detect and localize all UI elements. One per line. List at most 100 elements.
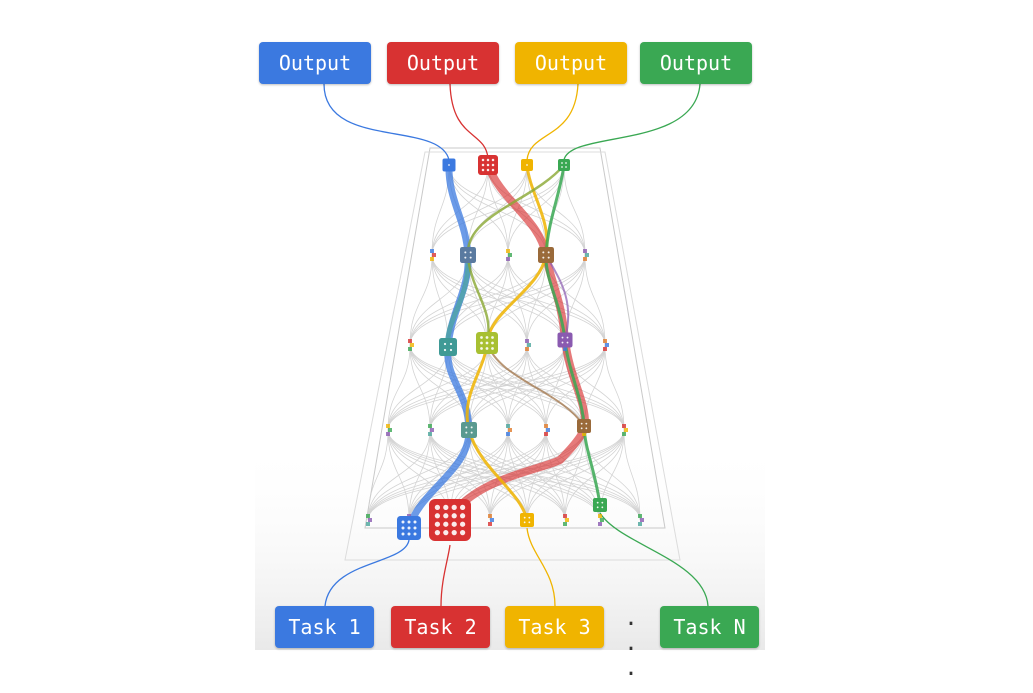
network-node [429, 499, 471, 541]
background-edge [367, 429, 389, 521]
output-box-2: Output [387, 42, 499, 84]
mini-node [506, 249, 510, 253]
mini-node [638, 522, 642, 526]
network-node [478, 155, 498, 175]
mini-node [622, 424, 626, 428]
task-box-n: Task N [660, 606, 759, 648]
mini-node [432, 253, 436, 257]
background-edge [387, 344, 566, 431]
output1-connector [323, 83, 450, 161]
mini-node [525, 339, 529, 343]
mini-node [508, 428, 512, 432]
background-edge [387, 344, 606, 431]
mini-node [603, 347, 607, 351]
taskN-connector [599, 512, 709, 607]
mini-node [565, 518, 569, 522]
background-edge [431, 254, 528, 346]
network-node [520, 513, 534, 527]
network-node [460, 247, 476, 263]
mini-node [428, 432, 432, 436]
network-node [476, 332, 498, 354]
background-edge [564, 429, 585, 521]
mini-node [386, 424, 390, 428]
background-edge [387, 344, 411, 431]
background-edge [584, 254, 606, 346]
background-edge [431, 164, 565, 256]
background-edge [489, 429, 625, 521]
output2-connector [449, 83, 489, 159]
mini-node [386, 432, 390, 436]
network-node [558, 159, 570, 171]
background-edge [545, 344, 566, 431]
background-edge [429, 344, 606, 431]
mini-node [428, 424, 432, 428]
mini-node [546, 428, 550, 432]
background-edge [507, 344, 606, 431]
mini-node [563, 522, 567, 526]
mini-node [583, 257, 587, 261]
network-frame [344, 147, 681, 561]
output3-connector [526, 83, 579, 161]
network-node [593, 498, 607, 512]
background-edge [507, 429, 641, 521]
background-edge [489, 429, 509, 521]
background-edge [604, 344, 625, 431]
background-edge [367, 429, 547, 521]
background-edge [409, 254, 433, 346]
mini-node [624, 428, 628, 432]
background-edge [409, 254, 547, 346]
mini-node [490, 518, 494, 522]
task-box-1: Task 1 [275, 606, 374, 648]
mini-node [563, 347, 567, 351]
output-box-4: Output [640, 42, 752, 84]
mini-node [525, 347, 529, 351]
mini-node [544, 432, 548, 436]
background-edge [408, 429, 431, 521]
background-edge [431, 164, 528, 256]
mini-node [603, 339, 607, 343]
mini-node [598, 522, 602, 526]
background-edge [429, 344, 528, 431]
mini-node [640, 518, 644, 522]
mini-node [544, 424, 548, 428]
mini-node [488, 522, 492, 526]
mini-node [368, 518, 372, 522]
mini-node [563, 514, 567, 518]
network-node [461, 422, 477, 438]
mini-node [582, 432, 586, 436]
network-node [521, 159, 533, 171]
mini-node [506, 432, 510, 436]
background-edge [623, 429, 641, 521]
mini-node [508, 253, 512, 257]
mini-node [366, 514, 370, 518]
background-edge [431, 254, 606, 346]
mini-node [506, 424, 510, 428]
mini-node [430, 257, 434, 261]
network-node [442, 158, 456, 172]
mini-node [408, 339, 412, 343]
mini-node [605, 343, 609, 347]
network-node [538, 247, 554, 263]
background-edge [486, 254, 586, 346]
background-edge [409, 344, 431, 431]
mini-node [598, 514, 602, 518]
background-edge [526, 429, 625, 521]
mini-node [585, 253, 589, 257]
brown-path [486, 342, 585, 427]
background-edge [409, 254, 586, 346]
task-box-2: Task 2 [391, 606, 490, 648]
mini-node [410, 343, 414, 347]
output-box-3: Output [515, 42, 627, 84]
main-nodes [397, 155, 607, 541]
mini-node [506, 257, 510, 261]
task-box-3: Task 3 [505, 606, 604, 648]
mini-node [600, 518, 604, 522]
mini-node [583, 249, 587, 253]
mini-node [622, 432, 626, 436]
io-connectors [323, 83, 709, 607]
task3-connector [526, 527, 556, 607]
network-node [397, 516, 421, 540]
mini-node [638, 514, 642, 518]
mini-node [430, 428, 434, 432]
